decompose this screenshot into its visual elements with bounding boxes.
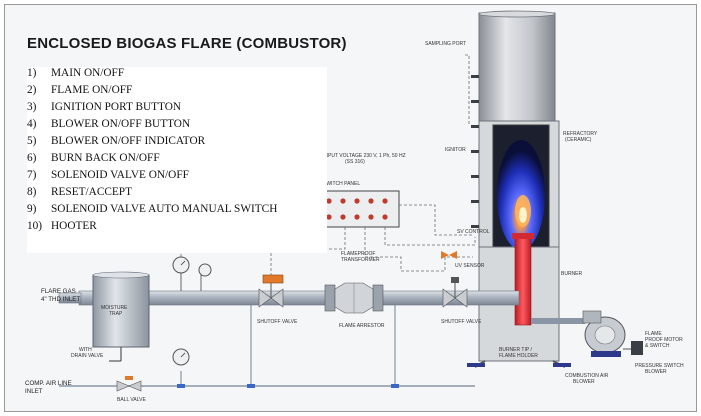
legend-number: 9) [27,203,37,215]
label-ignitor: IGNITOR [445,147,466,153]
label-shutoff-valve-1: SHUTOFF VALVE [257,319,298,325]
legend-item: 6) BURN BACK ON/OFF [27,152,160,168]
shutoff-valve-1 [258,274,284,308]
label-pressure-switch: PRESSURE SWITCH [635,363,684,369]
flame-arrestor [324,282,384,314]
label-flare-gas-inlet-2: 4" THD INLET [41,296,80,303]
label-flame-arrestor: FLAME ARRESTOR [339,323,385,329]
diagram-frame: FLARE GAS 4" THD INLET MOISTURE TRAP WIT… [4,4,697,412]
pressure-gauge-3 [172,348,190,366]
legend-label: HOOTER [51,220,97,232]
combustion-air-blower [531,310,626,357]
label-burner: BURNER [561,271,583,277]
label-shutoff-valve-2: SHUTOFF VALVE [441,319,482,325]
label-blower-motor-3: & SWITCH [645,343,670,349]
shutoff-valve-2 [442,277,468,308]
legend-number: 1) [27,67,37,79]
callout-labels: FLARE GAS 4" THD INLET MOISTURE TRAP WIT… [25,41,684,403]
legend-label: BLOWER ON/OFF INDICATOR [51,135,206,147]
moisture-trap [92,271,150,362]
burner-pipe [512,233,534,326]
main-gas-pipe [58,290,520,306]
label-moisture-trap: MOISTURE [101,305,128,311]
ball-valve [116,376,142,392]
label-drain: WITH [79,347,92,353]
flare-schematic: FLARE GAS 4" THD INLET MOISTURE TRAP WIT… [25,10,684,403]
label-panel-input: INPUT VOLTAGE 230 V, 1 Ph, 50 HZ [323,153,406,159]
legend-item: 9) SOLENOID VALVE AUTO MANUAL SWITCH [27,203,277,219]
legend-item: 8) RESET/ACCEPT [27,186,132,202]
label-burner-tip: BURNER TIP / [499,347,532,353]
diagram-title: ENCLOSED BIOGAS FLARE (COMBUSTOR) [27,35,347,52]
legend-number: 7) [27,169,37,181]
label-flare-gas-inlet: FLARE GAS [41,288,76,295]
legend-label: IGNITION PORT BUTTON [51,101,182,113]
label-comp-air-2: INLET [25,388,43,395]
label-ball-valve: BALL VALVE [117,397,146,403]
label-flameproof: FLAMEPROOF [341,251,375,257]
label-switch-panel: SWITCH PANEL [323,181,360,187]
flame-glow [497,140,545,250]
label-transformer: TRANSFORMER [341,257,380,263]
control-legend: 1) MAIN ON/OFF 2) FLAME ON/OFF 3) IGNITION … [27,67,327,253]
legend-label: RESET/ACCEPT [51,186,132,198]
legend-item: 5) BLOWER ON/OFF INDICATOR [27,135,205,151]
label-uv-sensor: UV SENSOR [455,263,485,269]
label-comp-air: COMP. AIR LINE [25,380,72,387]
sv-control-valve [441,251,457,259]
label-burner-tip-2: FLAME HOLDER [499,353,538,359]
label-blower-motor: FLAME [645,331,662,337]
label-panel-input-2: (SS 316) [345,159,365,165]
legend-label: MAIN ON/OFF [51,67,125,79]
legend-number: 8) [27,186,37,198]
legend-label: FLAME ON/OFF [51,84,133,96]
legend-number: 4) [27,118,37,130]
switch-panel [316,190,400,228]
label-drain-2: DRAIN VALVE [71,353,104,359]
legend-item: 10) HOOTER [27,220,97,236]
label-refractory-2: (CERAMIC) [565,137,592,143]
label-sampling-port: SAMPLING PORT [425,41,466,47]
label-sv-control: SV CONTROL [457,229,490,235]
legend-number: 2) [27,84,37,96]
legend-label: SOLENOID VALVE ON/OFF [51,169,189,181]
pressure-switch-box [623,341,643,355]
legend-item: 7) SOLENOID VALVE ON/OFF [27,169,189,185]
legend-item: 3) IGNITION PORT BUTTON [27,101,181,117]
label-combustion-blower-2: BLOWER [573,379,595,385]
pressure-gauge-2 [198,263,212,291]
legend-label: BURN BACK ON/OFF [51,152,160,164]
label-combustion-blower: COMBUSTION AIR [565,373,609,379]
legend-number: 6) [27,152,37,164]
legend-number: 5) [27,135,37,147]
legend-label: SOLENOID VALVE AUTO MANUAL SWITCH [51,203,278,215]
legend-item: 4) BLOWER ON/OFF BUTTON [27,118,190,134]
label-blower-motor-2: PROOF MOTOR [645,337,683,343]
label-refractory: REFRACTORY [563,131,598,137]
legend-number: 10) [27,220,43,232]
legend-number: 3) [27,101,37,113]
legend-item: 1) MAIN ON/OFF [27,67,124,83]
label-moisture-trap-2: TRAP [109,311,123,317]
pressure-gauge-1 [172,256,190,291]
label-pressure-switch-2: BLOWER [645,369,667,375]
legend-label: BLOWER ON/OFF BUTTON [51,118,191,130]
legend-item: 2) FLAME ON/OFF [27,84,132,100]
